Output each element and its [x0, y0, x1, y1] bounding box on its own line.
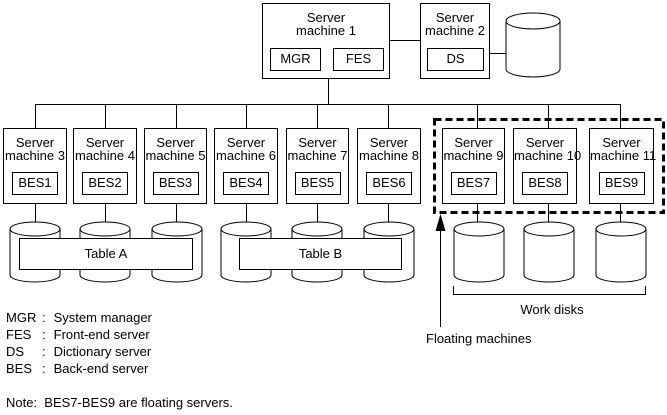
machine-name-line1: Server [525, 135, 565, 150]
work-disks-bracket [453, 286, 646, 295]
server-machine-7: Server machine 7 BES5 [286, 128, 349, 204]
machine-name-line1: Server [298, 135, 337, 150]
legend-abbr: FES [6, 327, 32, 342]
machine-name-line2: machine 7 [287, 148, 348, 163]
bes1-box: BES1 [12, 172, 58, 195]
legend-desc: Back-end server [53, 361, 149, 376]
machine-name-line1: Server [602, 135, 641, 150]
legend-desc: Dictionary server [53, 344, 152, 359]
machine-name-line2: machine 1 [296, 23, 356, 38]
machine-name-line1: Server [85, 135, 125, 150]
machine-name-line2: machine 9 [443, 148, 504, 163]
legend-row-bes: BES: Back-end server [6, 360, 152, 377]
server-machine-10: Server machine 10 BES8 [513, 128, 582, 204]
server-machine-9: Server machine 9 BES7 [442, 128, 505, 204]
legend-desc: System manager [53, 310, 152, 325]
server-machine-3: Server machine 3 BES1 [3, 128, 67, 204]
bes9-box: BES9 [598, 172, 645, 195]
legend-separator: : [42, 361, 46, 376]
machine-name-line2: machine 10 [514, 148, 582, 163]
legend-row-fes: FES: Front-end server [6, 326, 152, 343]
legend: MGR:System manager FES:Front-end server … [6, 309, 152, 377]
machine-name-line1: Server [306, 10, 346, 25]
legend-row-mgr: MGR: System manager [6, 309, 152, 326]
machine-name-line1: Server [226, 135, 266, 150]
bes6-box: BES6 [366, 172, 412, 195]
floating-machines-frame [433, 118, 665, 214]
work-disks-label: Work disks [520, 302, 584, 317]
floating-machines-arrow [435, 214, 446, 327]
legend-row-ds: DS: Dictionary server [6, 343, 152, 360]
note-text: Note: BES7-BES9 are floating servers. [6, 395, 233, 410]
legend-abbr: BES [6, 361, 33, 376]
machine-name-line1: Server [454, 135, 493, 150]
machine-name-line2: machine 2 [425, 23, 485, 38]
machine-name-line1: Server [369, 135, 409, 150]
bes8-box: BES8 [522, 172, 568, 195]
floating-machines-label: Floating machines [426, 331, 532, 346]
legend-separator: : [42, 310, 46, 325]
dictionary-disk-icon [505, 12, 561, 78]
machine-name-line1: Server [15, 135, 55, 150]
server-machine-5: Server machine 5 BES3 [144, 128, 207, 204]
legend-abbr: MGR [6, 310, 37, 325]
machine-name-line2: machine 3 [5, 148, 65, 163]
mgr-box: MGR [270, 48, 321, 71]
legend-separator: : [42, 327, 46, 342]
table-b-box: Table B [239, 238, 402, 270]
machine-name: Server machine 1 [263, 4, 389, 37]
bes2-box: BES2 [82, 172, 128, 195]
machine-name-line2: machine 4 [75, 148, 135, 163]
legend-separator: : [42, 344, 46, 359]
machine-name-line2: machine 5 [145, 148, 206, 163]
work-disk-icon [595, 221, 647, 283]
machine-name-line1: Server [435, 10, 475, 25]
machine-name-line2: machine 8 [359, 148, 419, 163]
legend-desc: Front-end server [53, 327, 150, 342]
bes4-box: BES4 [223, 172, 269, 195]
fes-box: FES [333, 48, 384, 71]
ds-box: DS [427, 48, 484, 71]
server-machine-11: Server machine 11 BES9 [589, 128, 657, 204]
server-machine-1: Server machine 1 MGR FES [262, 3, 390, 79]
legend-abbr: DS [6, 344, 25, 359]
machine-name-line2: machine 6 [216, 148, 276, 163]
bes5-box: BES5 [294, 172, 341, 195]
machine-name-line1: Server [156, 135, 195, 150]
machine-name: Server machine 2 [421, 4, 489, 37]
table-a-box: Table A [19, 238, 193, 270]
work-disk-icon [453, 221, 505, 283]
server-machine-4: Server machine 4 BES2 [73, 128, 137, 204]
bus-drop-lines [35, 104, 621, 130]
machine-name-line2: machine 11 [590, 148, 657, 163]
work-disk-icon [523, 221, 575, 283]
server-machine-8: Server machine 8 BES6 [357, 128, 421, 204]
server-machine-2: Server machine 2 DS [420, 3, 490, 79]
bes7-box: BES7 [450, 172, 497, 195]
server-machine-6: Server machine 6 BES4 [214, 128, 278, 204]
bes3-box: BES3 [152, 172, 199, 195]
